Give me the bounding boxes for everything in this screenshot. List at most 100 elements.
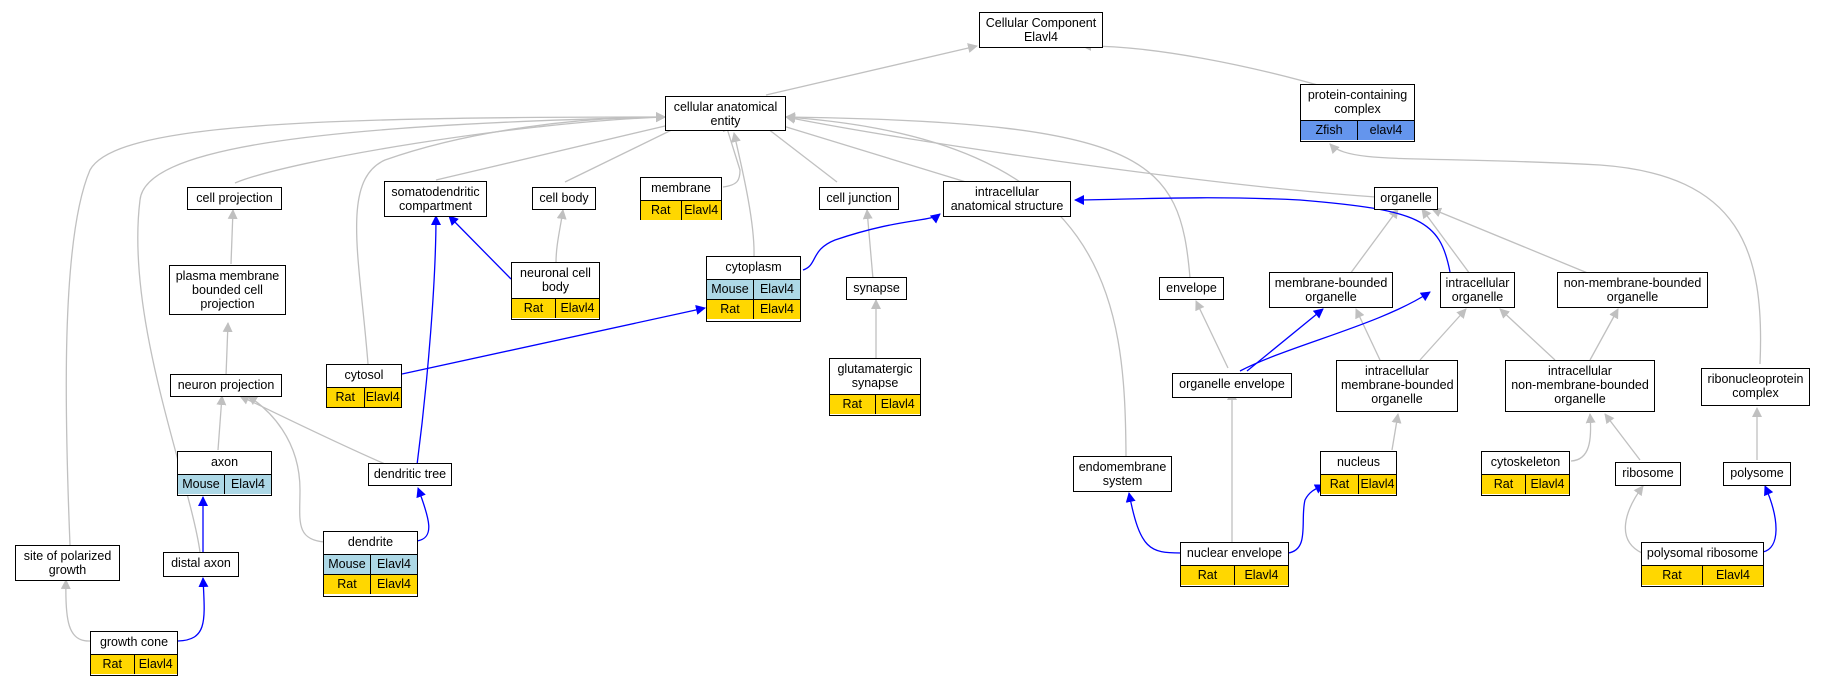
species-cell: Rat (707, 300, 753, 319)
edge-synapse-to-celljunction (862, 209, 874, 280)
node-label-line: organelle (1451, 290, 1504, 304)
species-cell: Rat (327, 388, 364, 407)
node-label-line: non-membrane-bounded (1563, 276, 1702, 290)
gene-cell: Elavl4 (133, 655, 177, 674)
edge-imbo-to-io (1419, 308, 1467, 361)
node-label-line: intracellular (1548, 364, 1612, 378)
edge-inmbo-to-io (1499, 308, 1556, 361)
species-cell: Rat (1181, 566, 1234, 585)
edge-dendrite-to-dendtree[interactable] (416, 487, 430, 542)
gene-cell: Elavl4 (363, 388, 401, 407)
node-label-line: anatomical structure (950, 199, 1064, 213)
gene-cell: Elavl4 (1234, 566, 1288, 585)
edge-site-to-cae (65, 112, 666, 546)
node-label-line: protein-containing (1307, 88, 1408, 102)
gene-cell: Elavl4 (1525, 475, 1569, 494)
node-cell-junction[interactable]: cell junction (819, 187, 899, 210)
edge-cytoplasm-to-ias[interactable] (802, 213, 941, 271)
node-polysome[interactable]: polysome (1723, 462, 1791, 486)
gene-cell: Elavl4 (370, 555, 417, 574)
node-envelope[interactable]: envelope (1159, 277, 1224, 300)
edge-orgenv-to-mbo[interactable] (1246, 308, 1324, 372)
node-synapse[interactable]: synapse (846, 277, 907, 300)
node-label-line: polysomal ribosome (1646, 546, 1759, 560)
edge-growthcone-to-site (60, 579, 91, 642)
node-cell-body[interactable]: cell body (532, 187, 596, 210)
edge-polysomal-to-polysome[interactable] (1762, 485, 1777, 553)
node-label-line: organelle (1606, 290, 1659, 304)
node-label-line: complex (1334, 102, 1381, 116)
species-cell: Rat (512, 299, 555, 318)
edge-orgenv-to-io[interactable] (1239, 291, 1431, 372)
node-label-line: endomembrane (1078, 460, 1167, 474)
edge-nucenv-to-nucleus[interactable] (1287, 484, 1325, 554)
edge-growthcone-to-distal-axon[interactable] (177, 577, 209, 642)
node-organelle[interactable]: organelle (1374, 187, 1438, 210)
node-distal-axon[interactable]: distal axon (163, 552, 239, 577)
node-label-line: membrane-bounded (1341, 378, 1454, 392)
node-dendritic-tree[interactable]: dendritic tree (368, 463, 452, 486)
node-label-line: site of polarized (23, 549, 112, 563)
node-label-line: entity (710, 114, 741, 128)
node-neuron-projection[interactable]: neuron projection (170, 374, 282, 397)
edge-neuronal-cb-to-cellbody (555, 209, 567, 264)
node-label-line: synapse (851, 376, 899, 390)
node-label-line: cellular anatomical (673, 100, 778, 114)
node-cell-projection[interactable]: cell projection (187, 187, 282, 210)
gene-cell: Elavl4 (680, 201, 721, 220)
edge-nucleus-to-imbo (1391, 413, 1402, 451)
species-cell: Rat (324, 575, 370, 594)
species-cell: Zfish (1301, 121, 1357, 140)
edge-pcc-to-cc (1081, 40, 1336, 91)
node-label-line: nucleus (1336, 455, 1381, 469)
node-ribosome[interactable]: ribosome (1615, 462, 1681, 486)
node-label-line: nuclear envelope (1186, 546, 1283, 560)
edge-neuronal-cb-to-somato[interactable] (448, 215, 512, 280)
node-label-line: body (541, 280, 570, 294)
edge-nucenv-to-endomembrane[interactable] (1125, 492, 1182, 554)
gene-cell: Elavl4 (1702, 566, 1763, 585)
node-organelle-envelope[interactable]: organelle envelope (1172, 373, 1292, 398)
species-cell: Rat (641, 201, 681, 220)
edge-endomembrane-to-cae (785, 112, 1127, 457)
edge-cytosol-to-cytoplasm[interactable] (401, 305, 706, 375)
edge-cellbody-to-cae (564, 121, 689, 183)
edge-dendtree-to-somato[interactable] (416, 215, 441, 466)
edge-io-to-ias[interactable] (1074, 194, 1451, 273)
edge-envelope-to-cae (785, 112, 1191, 279)
node-label-line: intracellular (1365, 364, 1429, 378)
